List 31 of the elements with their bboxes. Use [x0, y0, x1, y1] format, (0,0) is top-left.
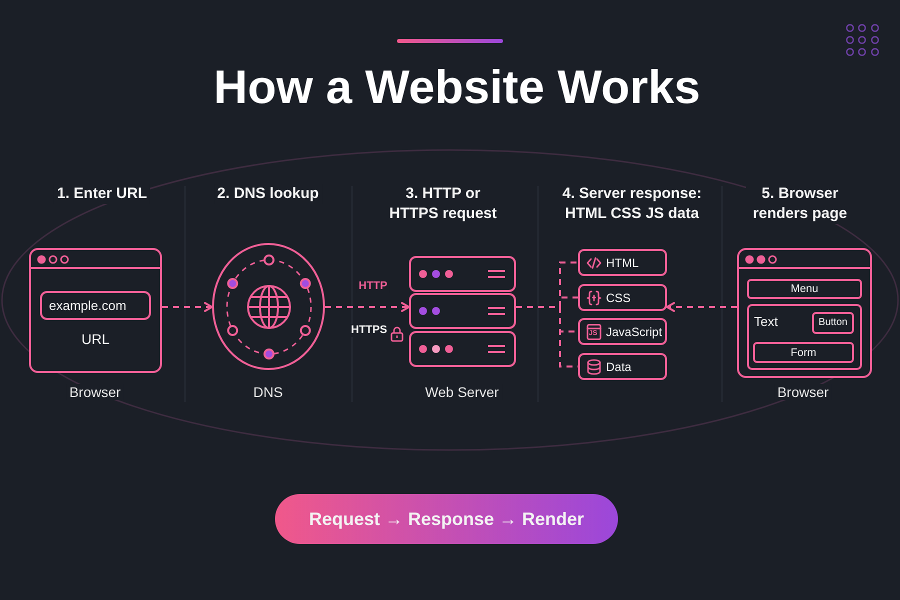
- node-label: Text: [754, 314, 778, 330]
- resource-box: [578, 318, 667, 345]
- dashed-arrow: [666, 302, 737, 312]
- resource-box: [578, 249, 667, 276]
- dashed-arrow: [325, 302, 410, 312]
- title: How a Website Works: [214, 63, 700, 110]
- node-label: Request → Response → Render: [308, 511, 584, 527]
- node-label: example.com: [49, 298, 126, 314]
- node-label: Data: [606, 358, 632, 374]
- menu-bar: [747, 279, 862, 299]
- server-rack: [409, 256, 516, 367]
- content-panel: [747, 304, 862, 370]
- dashed-arrow: [162, 302, 213, 312]
- node-label: JavaScript: [606, 324, 662, 340]
- mock-button: [812, 312, 854, 334]
- resource-box: [578, 353, 667, 380]
- resource-box: [578, 284, 667, 311]
- caption-text: Web Server: [422, 384, 502, 400]
- browser-window: [737, 248, 872, 378]
- node-label: CSS: [606, 290, 631, 306]
- form-panel: [753, 342, 854, 363]
- summary-pill: [275, 494, 618, 544]
- node-label: Form: [790, 346, 816, 360]
- node-label: URL: [82, 331, 110, 347]
- address-bar: [40, 291, 151, 320]
- protocol-label: HTTPS: [350, 324, 388, 337]
- node-label: Menu: [790, 282, 818, 297]
- dns-circle: [212, 243, 325, 370]
- node-label: HTML: [606, 254, 639, 270]
- browser-window: [29, 248, 162, 373]
- node-label: Button: [818, 316, 848, 330]
